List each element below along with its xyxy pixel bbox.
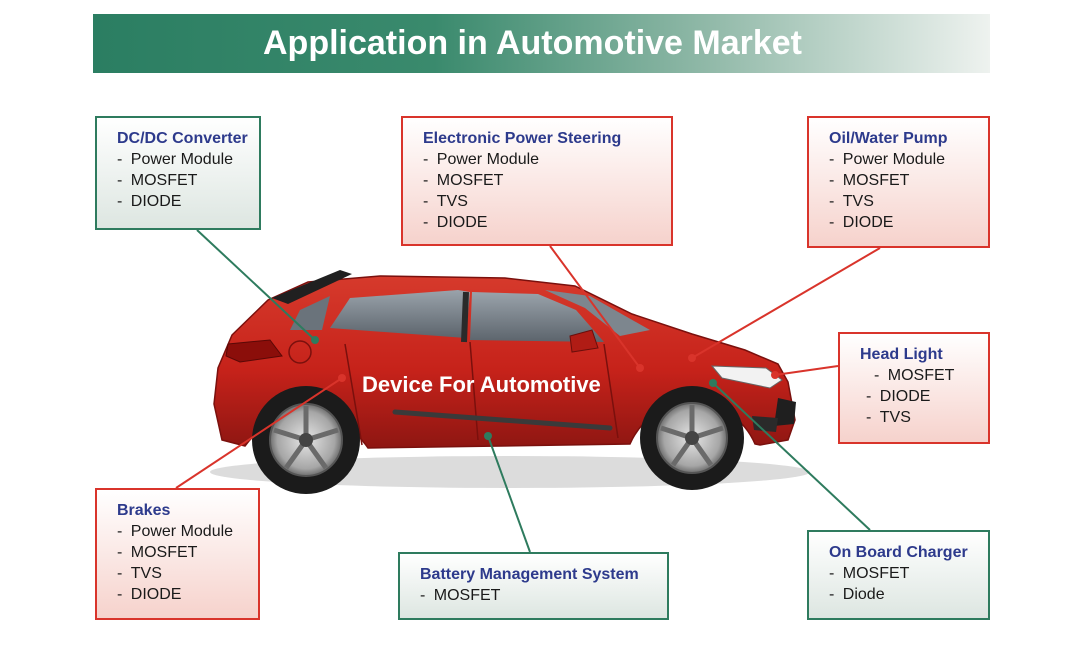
box-oil-water-pump: Oil/Water Pump Power Module MOSFET TVS D… bbox=[807, 116, 990, 248]
box-title: Brakes bbox=[117, 502, 171, 519]
list-item: Power Module bbox=[117, 149, 249, 170]
car-fuel-cap bbox=[288, 340, 312, 364]
box-title: Head Light bbox=[860, 346, 943, 363]
list-item: TVS bbox=[117, 563, 248, 584]
connector-pump bbox=[691, 247, 881, 359]
car-wheel-rear bbox=[252, 386, 360, 494]
list-item: DIODE bbox=[423, 212, 661, 233]
connector-dot-eps bbox=[636, 364, 644, 372]
connector-headlight bbox=[774, 365, 839, 376]
box-electronic-power-steering: Electronic Power Steering Power Module M… bbox=[401, 116, 673, 246]
car-windshield bbox=[545, 290, 650, 336]
connector-dot-dcdc bbox=[311, 336, 319, 344]
car-grille bbox=[774, 398, 796, 426]
box-list: MOSFET DIODE TVS bbox=[860, 365, 978, 428]
list-item: Power Module bbox=[423, 149, 661, 170]
list-item: MOSFET bbox=[117, 542, 248, 563]
car-wheel-front bbox=[640, 386, 744, 490]
connector-dot-charger bbox=[709, 379, 717, 387]
list-item: MOSFET bbox=[829, 563, 978, 584]
list-item: MOSFET bbox=[420, 585, 657, 606]
list-item: MOSFET bbox=[829, 170, 978, 191]
connector-dcdc bbox=[196, 229, 316, 341]
list-item: Power Module bbox=[829, 149, 978, 170]
car-door-line bbox=[469, 341, 479, 441]
list-item: DIODE bbox=[117, 191, 249, 212]
box-title: On Board Charger bbox=[829, 544, 968, 561]
list-item: Diode bbox=[829, 584, 978, 605]
list-item: TVS bbox=[829, 191, 978, 212]
list-item: DIODE bbox=[117, 584, 248, 605]
car-window-front bbox=[470, 292, 604, 342]
box-list: MOSFET Diode bbox=[829, 563, 978, 605]
connector-bms bbox=[487, 435, 531, 553]
car-tail-light bbox=[225, 339, 283, 363]
car-b-pillar bbox=[461, 291, 469, 343]
car-label: Device For Automotive bbox=[362, 372, 601, 397]
connector-dot-headlight bbox=[771, 371, 779, 379]
car-side-trim bbox=[392, 409, 613, 431]
connector-eps bbox=[549, 245, 641, 369]
list-item: MOSFET bbox=[866, 365, 978, 386]
title-banner: Application in Automotive Market bbox=[93, 14, 990, 73]
box-head-light: Head Light MOSFET DIODE TVS bbox=[838, 332, 990, 444]
car-spoiler bbox=[272, 270, 352, 304]
box-brakes: Brakes Power Module MOSFET TVS DIODE bbox=[95, 488, 260, 620]
box-list: Power Module MOSFET TVS DIODE bbox=[423, 149, 661, 233]
connector-dot-bms bbox=[484, 432, 492, 440]
page-title: Application in Automotive Market bbox=[263, 24, 803, 62]
box-list: Power Module MOSFET TVS DIODE bbox=[117, 521, 248, 605]
box-list: Power Module MOSFET TVS DIODE bbox=[829, 149, 978, 233]
list-item: DIODE bbox=[866, 386, 978, 407]
car-window-rear bbox=[330, 290, 470, 338]
list-item: MOSFET bbox=[423, 170, 661, 191]
car-mirror bbox=[569, 329, 599, 353]
list-item: Power Module bbox=[117, 521, 248, 542]
box-list: Power Module MOSFET DIODE bbox=[117, 149, 249, 212]
box-title: Electronic Power Steering bbox=[423, 130, 622, 147]
box-on-board-charger: On Board Charger MOSFET Diode bbox=[807, 530, 990, 620]
car-door-line bbox=[344, 343, 363, 446]
box-title: Oil/Water Pump bbox=[829, 130, 948, 147]
car-headlight bbox=[710, 365, 783, 389]
list-item: DIODE bbox=[829, 212, 978, 233]
list-item: TVS bbox=[866, 407, 978, 428]
list-item: TVS bbox=[423, 191, 661, 212]
box-dcdc-converter: DC/DC Converter Power Module MOSFET DIOD… bbox=[95, 116, 261, 230]
car-window-quarter bbox=[290, 296, 330, 330]
car-door-line bbox=[603, 343, 619, 439]
car-fog-light bbox=[752, 416, 778, 432]
box-title: DC/DC Converter bbox=[117, 130, 248, 147]
connector-charger bbox=[712, 382, 871, 531]
connector-brakes bbox=[175, 377, 343, 489]
list-item: MOSFET bbox=[117, 170, 249, 191]
connector-dot-brakes bbox=[338, 374, 346, 382]
connector-dot-pump bbox=[688, 354, 696, 362]
box-title: Battery Management System bbox=[420, 566, 639, 583]
box-list: MOSFET bbox=[420, 585, 657, 606]
box-battery-management-system: Battery Management System MOSFET bbox=[398, 552, 669, 620]
